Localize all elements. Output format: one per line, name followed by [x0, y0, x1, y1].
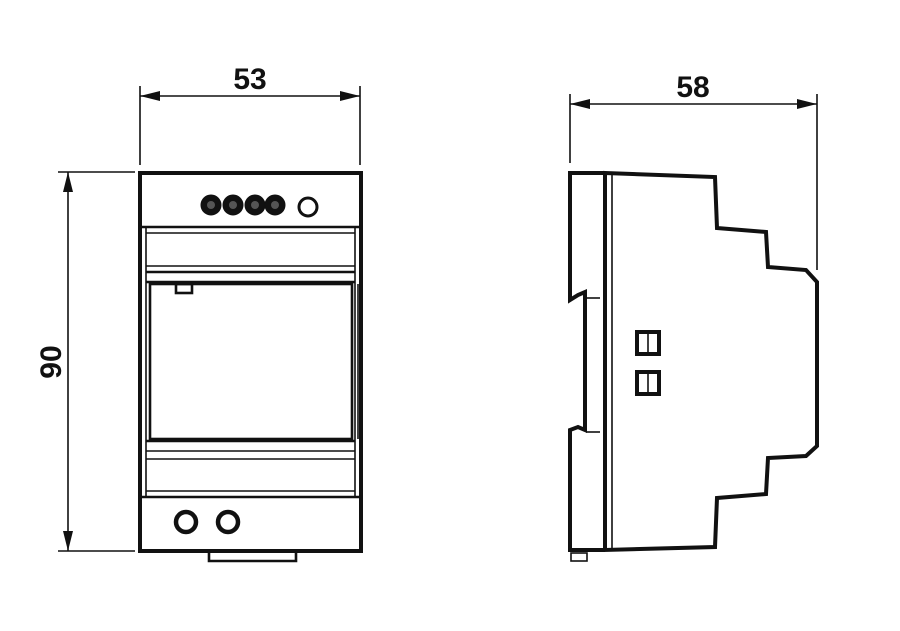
front-housing-outline	[138, 171, 363, 553]
front-view	[138, 171, 363, 563]
front-window-tab	[174, 282, 194, 295]
front-bottom-terminals	[173, 509, 241, 535]
front-height-arrow-bottom	[63, 531, 73, 551]
side-din-mount	[568, 171, 605, 552]
terminal-screw-center	[271, 201, 279, 209]
front-height-label: 90	[35, 345, 68, 378]
side-vents	[635, 330, 661, 396]
side-depth-dimension: 58	[569, 71, 818, 270]
front-din-clip	[207, 551, 298, 563]
side-depth-arrow-left	[570, 99, 590, 109]
terminal-screw-center	[229, 201, 237, 209]
front-height-dimension: 90	[35, 171, 135, 552]
front-height-arrow-top	[63, 172, 73, 192]
terminal-screw-center	[251, 201, 259, 209]
terminal-screw-center	[207, 201, 215, 209]
front-width-dimension: 53	[139, 63, 361, 165]
side-depth-arrow-right	[797, 99, 817, 109]
terminal-screw-icon	[215, 509, 241, 535]
terminal-screw-icon	[173, 509, 199, 535]
front-window	[148, 282, 354, 441]
front-width-label: 53	[233, 63, 266, 96]
front-width-arrow-right	[340, 91, 360, 101]
front-top-terminals	[200, 194, 319, 218]
front-width-arrow-left	[140, 91, 160, 101]
side-bottom-clip	[570, 552, 588, 562]
side-depth-label: 58	[676, 71, 709, 104]
indicator-led-icon	[297, 196, 319, 218]
side-housing-outline	[603, 170, 819, 553]
side-view	[568, 170, 819, 562]
